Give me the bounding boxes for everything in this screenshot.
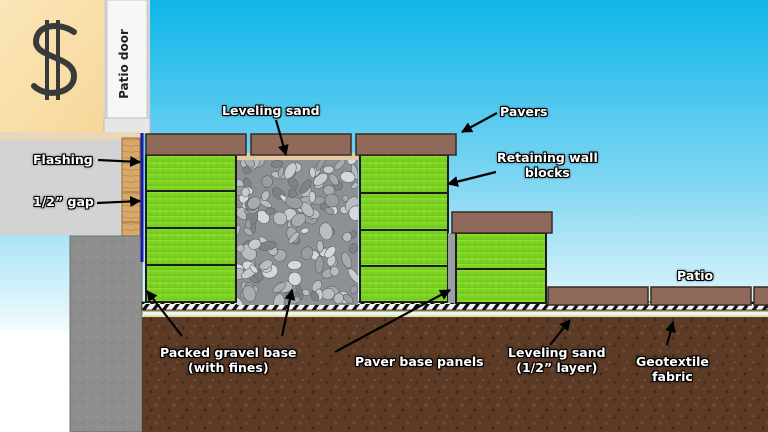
gravel-stone <box>314 255 324 274</box>
gravel-stone <box>287 177 299 188</box>
gravel-stone <box>247 196 261 210</box>
gravel-stone <box>287 260 302 271</box>
leveling-sand-top-label: Leveling sand <box>222 103 320 118</box>
paver-step <box>451 211 553 234</box>
gravel-stone <box>284 162 297 180</box>
arrow-leveling-sand-layer <box>549 319 571 346</box>
gravel-stone <box>237 244 245 253</box>
pavers-label: Pavers <box>500 104 548 119</box>
interior-floor <box>0 132 140 140</box>
gravel-stone <box>273 211 288 226</box>
gravel-stone <box>329 266 340 277</box>
gravel-stone <box>313 172 329 186</box>
gravel-stone <box>300 246 314 260</box>
patio-pavers <box>547 286 768 306</box>
thin-gravel-column <box>448 233 456 303</box>
gravel-stone <box>285 291 300 298</box>
leveling-sand-layer-label: Leveling sand (1/2” layer) <box>508 345 606 375</box>
gravel-stone <box>270 160 284 168</box>
arrow-pavers <box>461 112 498 133</box>
arrow-paver-base-panels <box>334 289 451 353</box>
flashing-label: Flashing <box>33 152 93 167</box>
arrow-geotextile <box>665 320 676 346</box>
patio-label: Patio <box>677 268 714 283</box>
retaining-wall-left <box>145 154 237 303</box>
gravel-stone <box>291 213 307 227</box>
rim-joist <box>121 137 141 237</box>
retaining-wall-right <box>455 232 547 304</box>
arrow-retaining-wall <box>446 170 497 187</box>
gravel-stone <box>242 285 257 302</box>
gravel-stone <box>259 259 273 271</box>
foundation-wall <box>69 235 143 432</box>
gravel-stone <box>243 227 253 236</box>
gravel-stone <box>319 222 334 241</box>
arrow-flashing <box>97 156 142 168</box>
gravel-stone <box>324 207 335 215</box>
gravel-stone <box>237 296 244 305</box>
gravel-stone <box>324 193 340 208</box>
arrow-gravel-base-left <box>146 290 183 337</box>
gravel-stone <box>249 264 259 274</box>
gravel-stone <box>287 188 298 198</box>
gravel-stone <box>308 190 316 203</box>
gravel-stone <box>333 292 344 304</box>
gravel-stone <box>300 227 310 234</box>
gravel-stone <box>310 290 320 302</box>
gravel-stone <box>241 187 250 198</box>
gravel-stone <box>340 171 356 183</box>
gravel-stone <box>322 165 335 174</box>
gravel-stone <box>351 182 358 190</box>
gravel-stone <box>350 285 358 295</box>
soil <box>142 315 768 432</box>
house-wall <box>0 0 107 132</box>
gravel-stone <box>248 238 262 250</box>
gravel-stone <box>261 175 274 188</box>
arrow-gravel-base-right <box>280 288 296 337</box>
gravel-stone <box>309 166 316 179</box>
pavers-top <box>145 133 457 156</box>
subfloor <box>0 140 126 235</box>
callout-arrows <box>96 112 676 353</box>
gravel-stone <box>277 166 285 178</box>
paver-base-panels-label: Paver base panels <box>355 354 484 369</box>
arrow-leveling-sand-top <box>274 119 289 157</box>
patio-door-label: Patio door <box>117 29 131 99</box>
gravel-stone <box>288 271 302 286</box>
gravel-stone <box>261 190 270 202</box>
gravel-stone <box>341 252 352 269</box>
gravel-stone <box>299 179 312 194</box>
arrow-gap <box>96 195 142 207</box>
gravel-stone <box>324 246 336 259</box>
packed-gravel-label: Packed gravel base (with fines) <box>160 345 297 375</box>
gravel-stone <box>342 232 352 242</box>
gravel-stone <box>288 231 300 244</box>
leveling-sand-bed <box>237 153 358 160</box>
retaining-wall-middle <box>359 154 449 303</box>
gravel-stone <box>273 293 285 305</box>
gravel-stone <box>328 173 339 186</box>
gap-label: 1/2” gap <box>33 194 94 209</box>
gravel-stone <box>348 205 358 221</box>
retaining-wall-label: Retaining wall blocks <box>497 150 598 180</box>
gravel-stone <box>316 240 324 253</box>
gravel-stone <box>343 293 354 304</box>
patio-door-label-box: Patio door <box>107 6 141 122</box>
geotextile-label: Geotextile fabric <box>636 354 709 384</box>
gravel-stone <box>265 207 276 215</box>
gravel-stone <box>301 288 311 297</box>
gravel-stone <box>349 243 358 254</box>
logo-mark <box>31 20 78 100</box>
gravel-stone <box>347 268 358 284</box>
gravel-stone <box>272 282 287 294</box>
